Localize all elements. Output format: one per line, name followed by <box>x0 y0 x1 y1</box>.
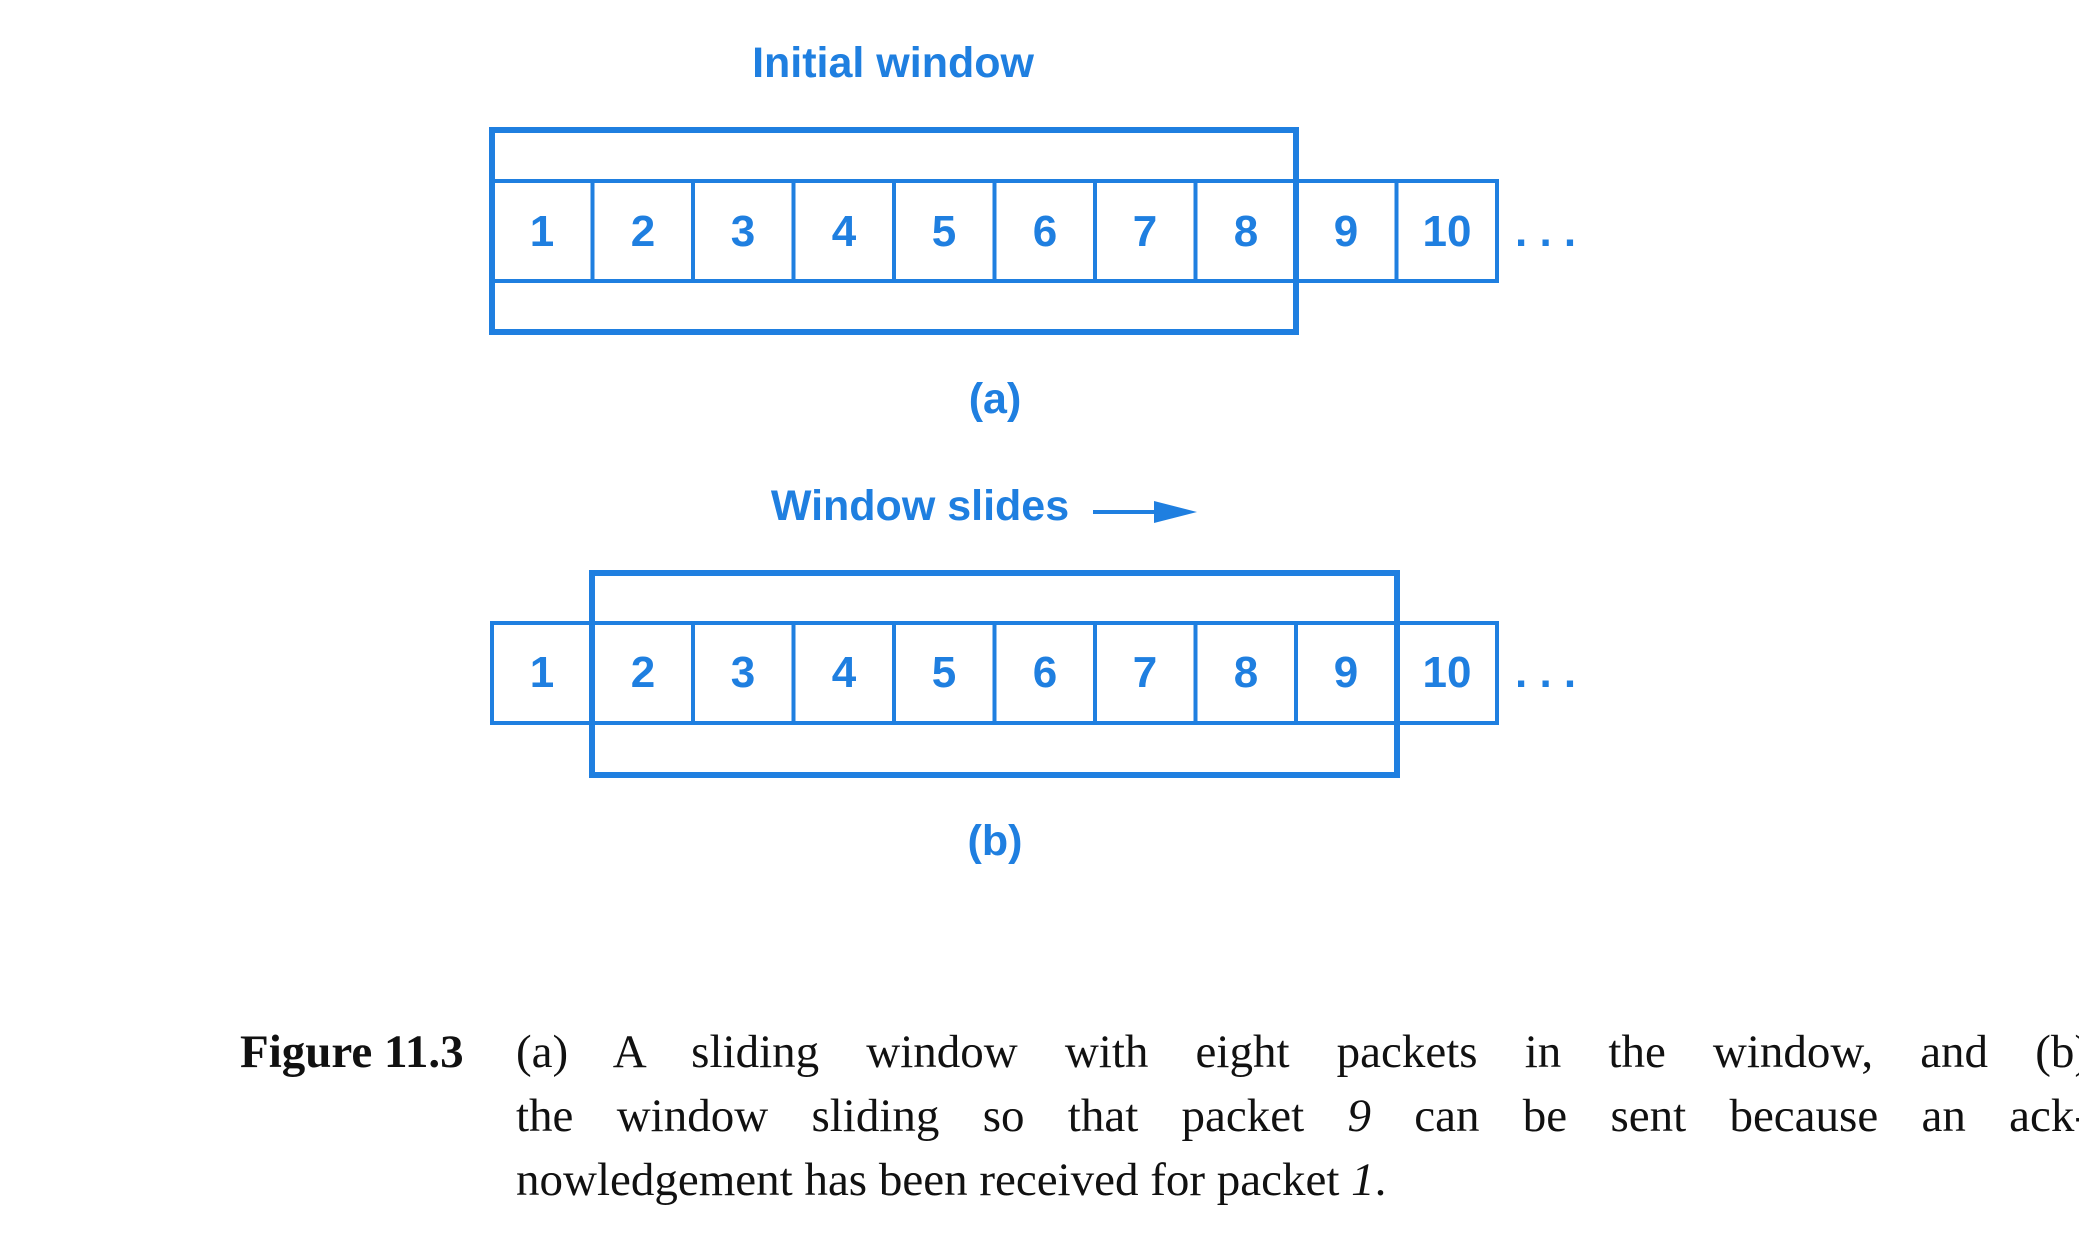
packet-number: 4 <box>832 648 857 697</box>
panel-b-window-frame <box>589 570 1400 778</box>
packet-number: 10 <box>1423 648 1472 697</box>
packet-number: 8 <box>1234 648 1258 697</box>
packet-number: 1 <box>530 207 554 256</box>
panel-a-label: (a) <box>969 375 1022 423</box>
packet-number: 6 <box>1033 207 1057 256</box>
packet-number: 1 <box>530 648 554 697</box>
panel-b: Window slides 1 2 3 4 5 6 7 8 9 10 <box>490 482 1576 865</box>
packet-number: 9 <box>1334 648 1358 697</box>
panel-b-label: (b) <box>968 817 1023 865</box>
ellipsis: . . . <box>1515 648 1576 697</box>
caption-line: nowledgement has been received for packe… <box>516 1148 2079 1212</box>
packet-number: 5 <box>932 207 956 256</box>
packet-number: 8 <box>1234 207 1258 256</box>
packet-number: 9 <box>1334 207 1358 256</box>
packet-number: 4 <box>832 207 857 256</box>
packet-number: 5 <box>932 648 956 697</box>
caption-line: the window sliding so that packet 9 can … <box>516 1084 2079 1148</box>
ellipsis: . . . <box>1515 207 1576 256</box>
panel-a-title: Initial window <box>752 39 1034 87</box>
caption-text: (a) A sliding window with eight packets … <box>516 1020 2079 1212</box>
packet-number: 10 <box>1423 207 1472 256</box>
panel-a: Initial window 1 2 3 4 5 6 7 8 9 10 . . … <box>489 39 1576 423</box>
caption-fragment: the window sliding so that packet <box>516 1090 1348 1142</box>
figure-number: Figure 11.3 <box>240 1026 464 1078</box>
caption-fragment: nowledgement has been received for packe… <box>516 1154 1352 1206</box>
slide-arrow-icon <box>1093 501 1197 523</box>
caption-line: (a) A sliding window with eight packets … <box>516 1026 2079 1078</box>
packet-number: 6 <box>1033 648 1057 697</box>
packet-number: 7 <box>1133 207 1157 256</box>
caption-fragment: can be sent because an ack- <box>1370 1090 2079 1142</box>
packet-number: 2 <box>631 648 655 697</box>
packet-number: 3 <box>731 648 755 697</box>
packet-ref: 9 <box>1347 1090 1371 1142</box>
panel-a-window-frame <box>489 127 1299 335</box>
packet-number: 2 <box>631 207 655 256</box>
caption-fragment: . <box>1374 1154 1387 1206</box>
packet-ref: 1 <box>1351 1154 1375 1206</box>
panel-b-packet-row: 1 2 3 4 5 6 7 8 9 10 . . . <box>490 621 1576 725</box>
panel-b-title: Window slides <box>771 482 1069 530</box>
packet-number: 7 <box>1133 648 1157 697</box>
packet-number: 3 <box>731 207 755 256</box>
panel-a-packet-row: 1 2 3 4 5 6 7 8 9 10 . . . <box>490 179 1576 283</box>
